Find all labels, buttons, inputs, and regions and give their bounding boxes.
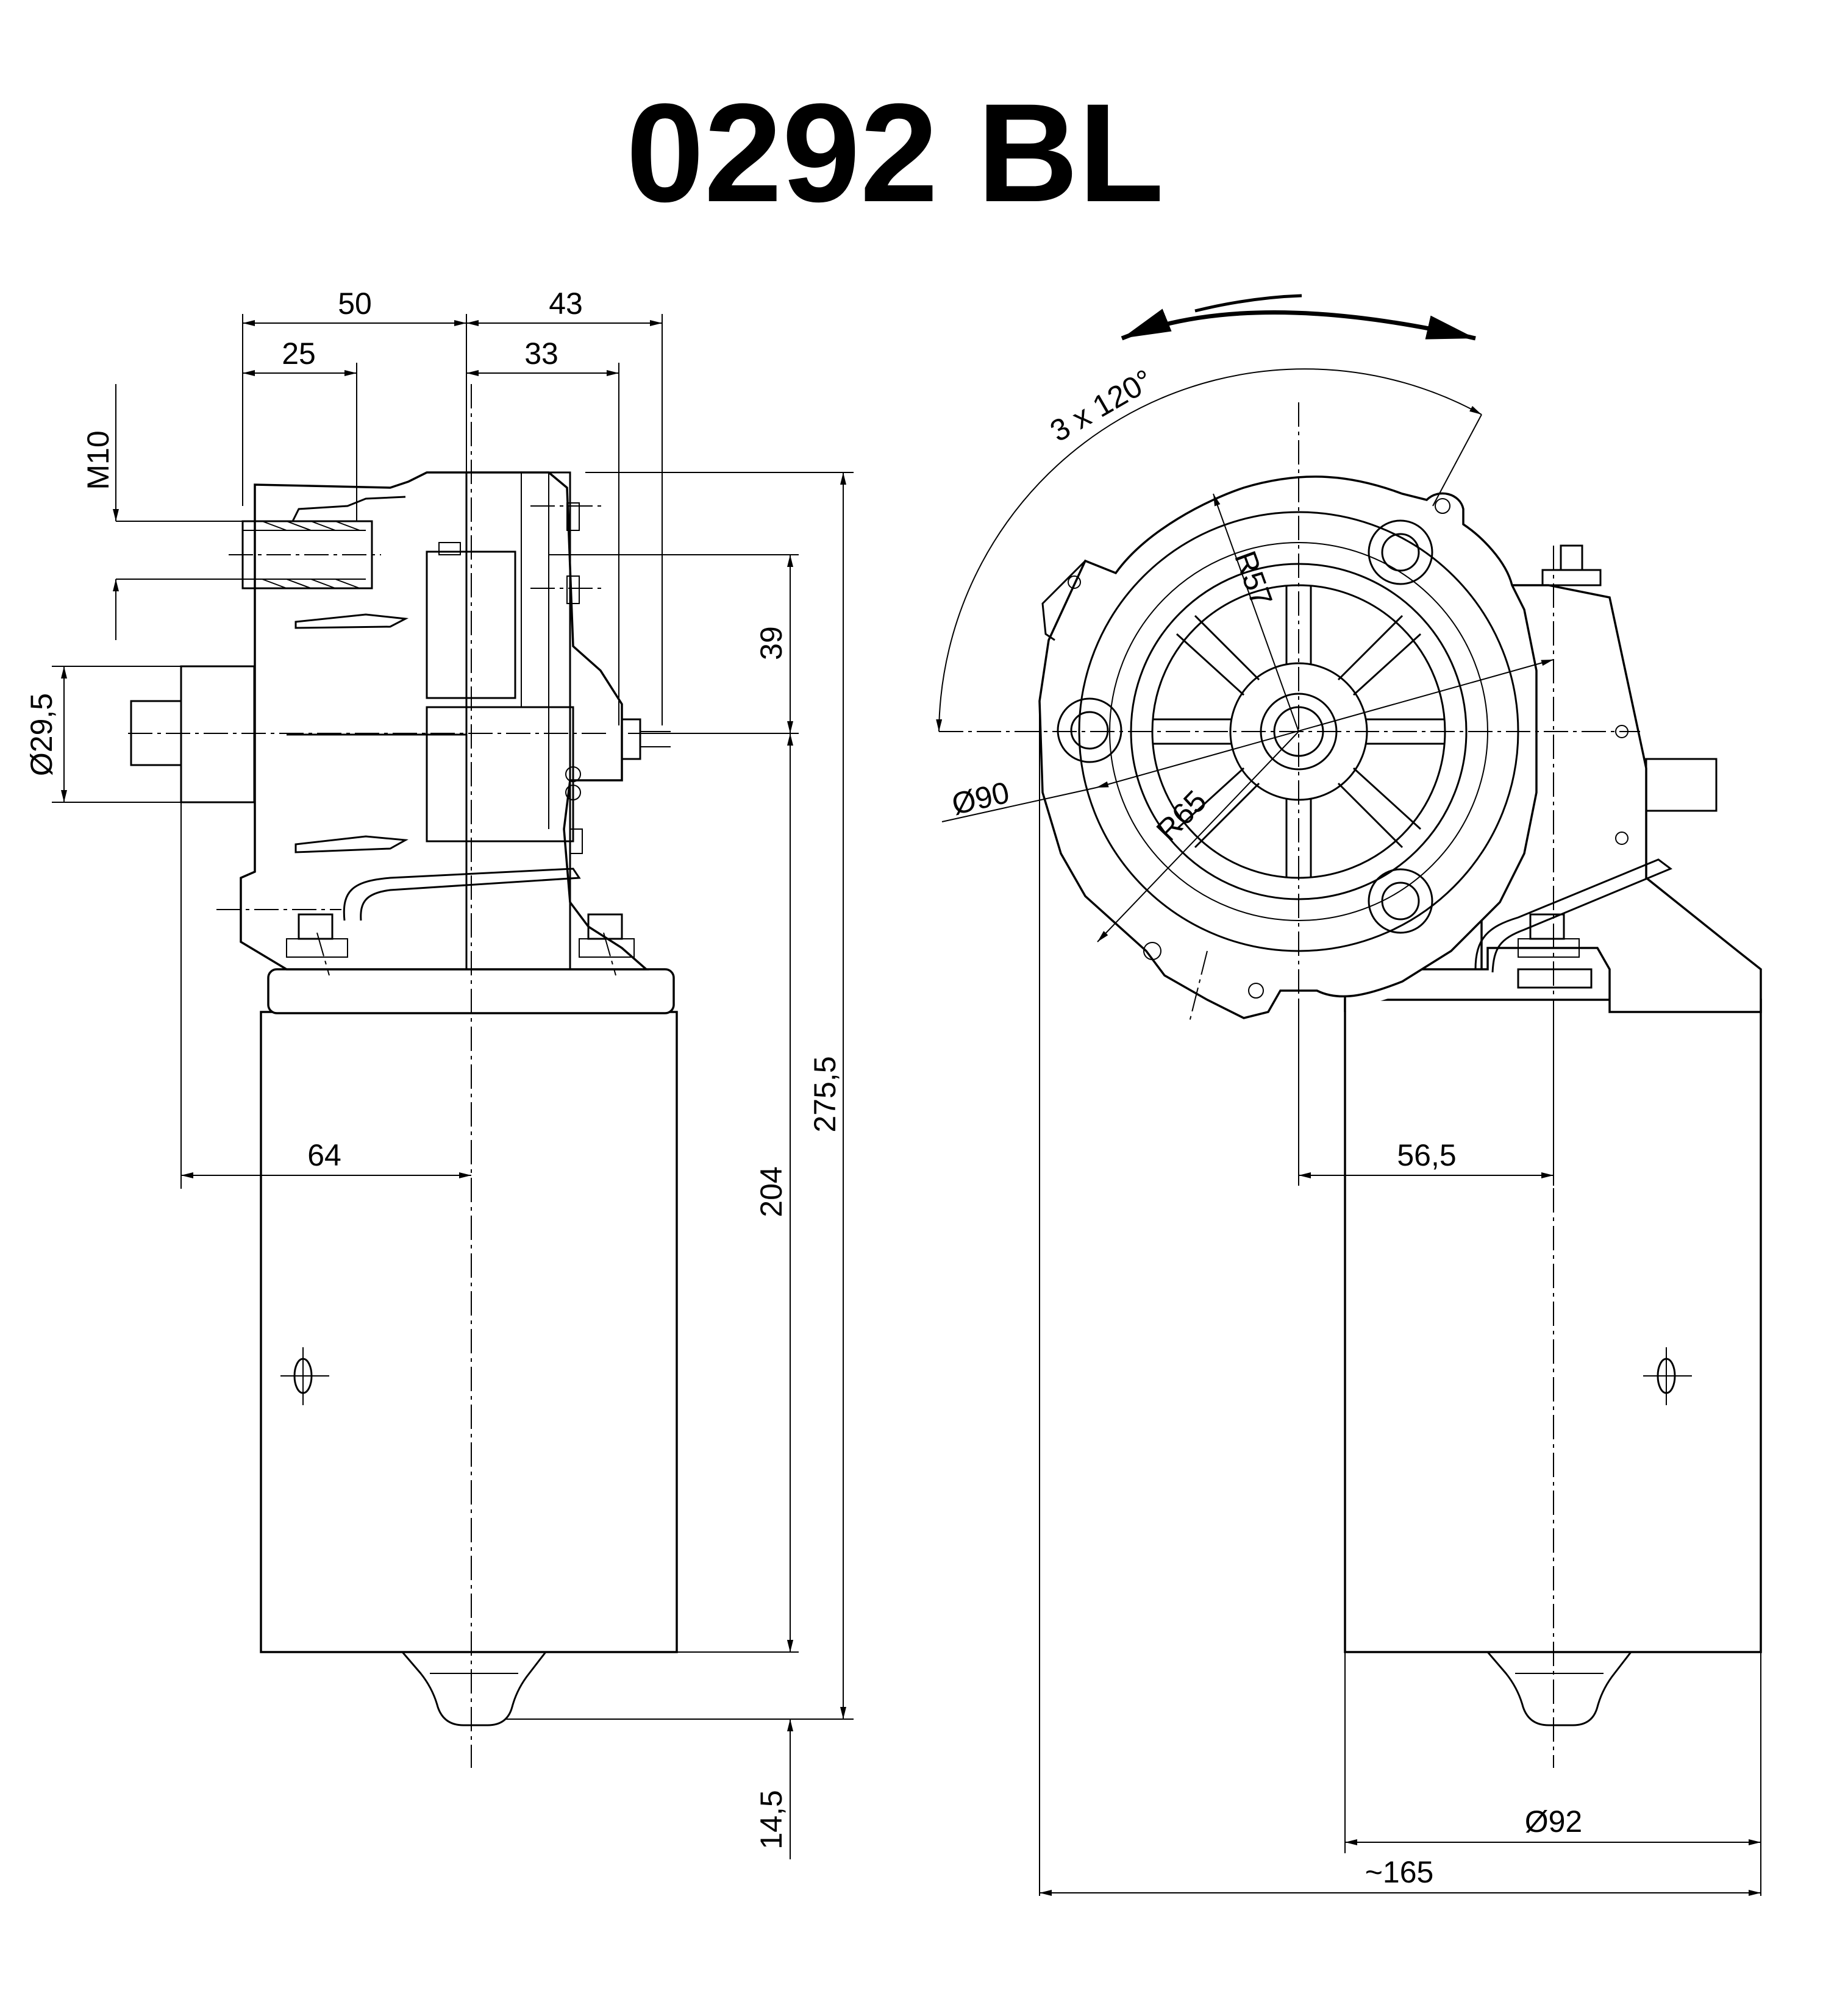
dim-label-204: 204 — [754, 1166, 788, 1217]
side-view: 50 43 25 33 M10 Ø29,5 39 204 275,5 14,5 … — [24, 287, 854, 1859]
front-view: R57 R65 Ø90 3 x 120° 56,5 Ø92 ~165 — [936, 294, 1762, 1896]
dim-label-33: 33 — [524, 337, 558, 371]
dim-label-d92: Ø92 — [1525, 1804, 1583, 1839]
gear-housing-outer — [1038, 476, 1538, 1019]
dim-label-43: 43 — [549, 287, 583, 321]
dim-label-56-5: 56,5 — [1397, 1138, 1456, 1172]
dim-label-50: 50 — [338, 287, 372, 321]
dim-label-angle: 3 x 120° — [1044, 363, 1158, 449]
motor-body — [260, 1011, 678, 1653]
angle-arc — [936, 368, 1482, 732]
drawing-title: 0292 BL — [626, 74, 1164, 231]
dim-label-d165: ~165 — [1365, 1855, 1434, 1889]
gearbox-plate — [465, 471, 571, 971]
output-shaft-left — [180, 665, 255, 803]
dim-label-64: 64 — [307, 1138, 341, 1172]
rotation-arrow — [1121, 308, 1476, 341]
dim-label-25: 25 — [282, 337, 316, 371]
dim-label-d90: Ø90 — [949, 775, 1013, 822]
dim-label-275-5: 275,5 — [808, 1056, 842, 1132]
cable — [343, 867, 581, 921]
dim-label-29-5: Ø29,5 — [24, 693, 59, 776]
gearbox-housing — [240, 471, 649, 971]
dim-label-39: 39 — [754, 626, 788, 660]
dim-label-14-5: 14,5 — [754, 1790, 788, 1849]
motor-end-cap — [401, 1651, 547, 1726]
dim-label-m10: M10 — [81, 430, 115, 490]
